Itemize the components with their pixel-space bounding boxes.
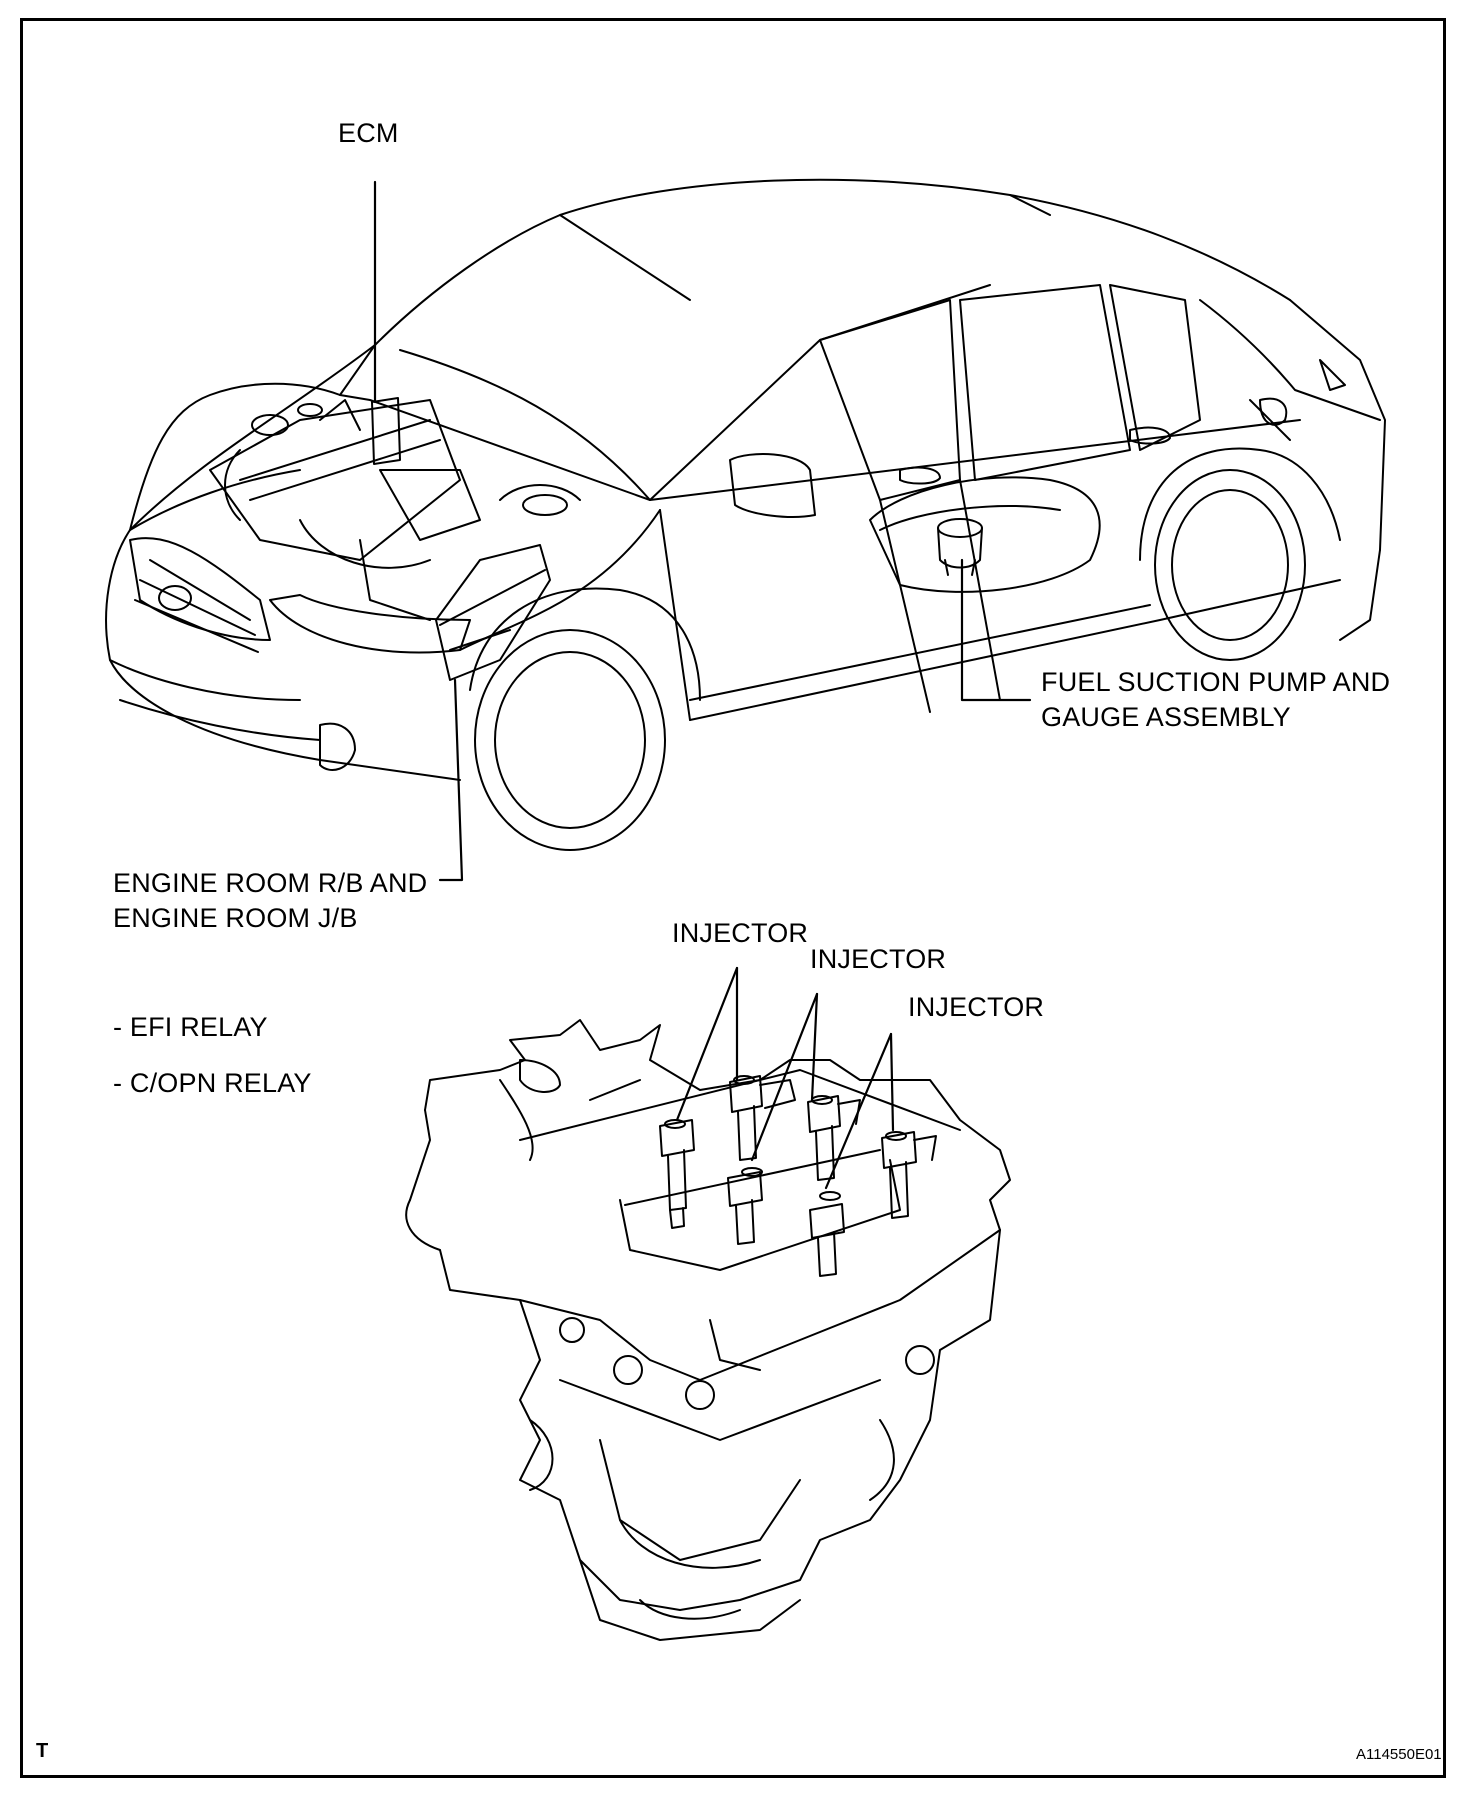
fuel-pump-label-line2: GAUGE ASSEMBLY [1041,702,1291,732]
injector-shapes [659,1075,937,1277]
copn-relay-label: - C/OPN RELAY [113,1068,312,1098]
fuel-pump-label-line1: FUEL SUCTION PUMP AND [1041,667,1391,697]
injector-label-3: INJECTOR [908,992,1045,1022]
efi-relay-label: - EFI RELAY [113,1012,268,1042]
car-illustration [105,178,1386,851]
engine-room-label-line1: ENGINE ROOM R/B AND [113,868,428,898]
engine-illustration [405,1019,1011,1641]
engine-room-label-line2: ENGINE ROOM J/B [113,903,358,933]
ecm-label: ECM [338,118,399,148]
figure-id: A114550E01 [1356,1746,1442,1763]
leader-lines [373,180,1032,1190]
figure-frame [20,18,1446,1778]
injector-label-2: INJECTOR [810,944,947,974]
corner-letter: T [36,1740,49,1762]
injector-label-1: INJECTOR [672,918,809,948]
